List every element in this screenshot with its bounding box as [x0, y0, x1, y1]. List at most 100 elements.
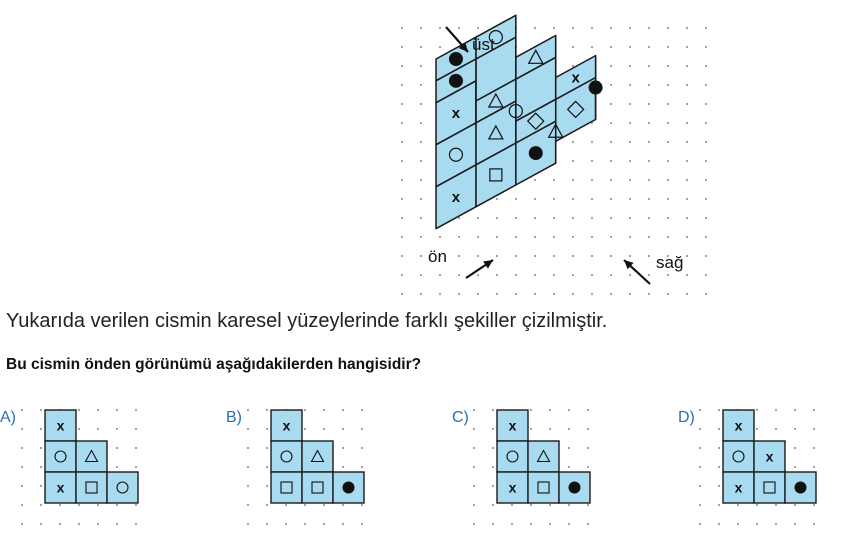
grid-dot: [666, 178, 670, 182]
grid-dot: [812, 408, 816, 412]
grid-dot: [628, 159, 632, 163]
dot-mark: [448, 73, 463, 88]
grid-cell: [722, 409, 755, 442]
grid-dot: [115, 522, 119, 526]
square-mark: [85, 481, 98, 494]
triangle-mark: [547, 122, 564, 138]
grid-dot: [303, 427, 307, 431]
option-b-letter: B): [226, 409, 242, 426]
grid-dot: [400, 292, 404, 296]
grid-dot: [647, 178, 651, 182]
grid-dot: [717, 427, 721, 431]
grid-dot: [567, 446, 571, 450]
grid-dot: [400, 83, 404, 87]
grid-dot: [609, 235, 613, 239]
x-mark: x: [57, 480, 65, 496]
grid-dot: [666, 254, 670, 258]
x-mark: x: [452, 105, 461, 122]
grid-dot: [495, 273, 499, 277]
grid-cell: [106, 471, 139, 504]
grid-dot: [134, 427, 138, 431]
dot-mark: [568, 481, 581, 494]
grid-dot: [685, 235, 689, 239]
grid-dot: [647, 216, 651, 220]
grid-dot: [419, 102, 423, 106]
grid-dot: [704, 159, 708, 163]
grid-dot: [341, 408, 345, 412]
grid-dot: [400, 216, 404, 220]
grid-dot: [609, 64, 613, 68]
grid-dot: [39, 503, 43, 507]
grid-dot: [303, 408, 307, 412]
grid-dot: [590, 292, 594, 296]
grid-dot: [514, 197, 518, 201]
grid-dot: [685, 83, 689, 87]
grid-dot: [717, 522, 721, 526]
option-d-grid: xxx: [698, 408, 817, 526]
grid-dot: [567, 465, 571, 469]
grid-dot: [685, 178, 689, 182]
circle-mark: [506, 450, 519, 463]
grid-dot: [571, 64, 575, 68]
grid-dot: [666, 235, 670, 239]
grid-dot: [647, 292, 651, 296]
option-b[interactable]: B) x: [226, 395, 376, 545]
grid-dot: [419, 140, 423, 144]
grid-dot: [647, 273, 651, 277]
grid-dot: [647, 140, 651, 144]
grid-dot: [590, 26, 594, 30]
grid-dot: [704, 140, 708, 144]
grid-dot: [419, 273, 423, 277]
grid-dot: [419, 254, 423, 258]
option-a-grid: xx: [20, 408, 139, 526]
grid-dot: [609, 292, 613, 296]
circle-mark: [116, 481, 129, 494]
grid-dot: [400, 235, 404, 239]
grid-dot: [491, 503, 495, 507]
grid-dot: [628, 178, 632, 182]
grid-dot: [96, 522, 100, 526]
grid-dot: [360, 408, 364, 412]
grid-dot: [341, 446, 345, 450]
grid-dot: [590, 216, 594, 220]
grid-dot: [39, 465, 43, 469]
grid-dot: [39, 522, 43, 526]
top-view-arrow-head: [458, 42, 468, 52]
grid-dot: [115, 446, 119, 450]
grid-dot: [39, 484, 43, 488]
grid-dot: [609, 102, 613, 106]
grid-dot: [115, 503, 119, 507]
grid-cell: [722, 440, 755, 473]
grid-dot: [666, 45, 670, 49]
grid-dot: [698, 408, 702, 412]
grid-dot: [685, 216, 689, 220]
grid-dot: [552, 178, 556, 182]
grid-dot: [360, 522, 364, 526]
grid-dot: [438, 292, 442, 296]
grid-dot: [265, 446, 269, 450]
grid-dot: [698, 465, 702, 469]
grid-dot: [322, 408, 326, 412]
circle-mark: [508, 103, 523, 119]
grid-dot: [548, 522, 552, 526]
diamond-mark: [526, 112, 545, 131]
grid-dot: [647, 45, 651, 49]
label-front: ön: [428, 247, 447, 266]
dot-mark: [794, 481, 807, 494]
grid-dot: [717, 465, 721, 469]
grid-dot: [476, 235, 480, 239]
dot-mark: [588, 80, 603, 95]
grid-dot: [514, 216, 518, 220]
grid-cell: [527, 440, 560, 473]
grid-dot: [438, 45, 442, 49]
grid-dot: [704, 254, 708, 258]
grid-dot: [590, 197, 594, 201]
grid-dot: [586, 446, 590, 450]
grid-dot: [793, 465, 797, 469]
grid-dot: [510, 522, 514, 526]
grid-dot: [609, 254, 613, 258]
grid-dot: [77, 427, 81, 431]
